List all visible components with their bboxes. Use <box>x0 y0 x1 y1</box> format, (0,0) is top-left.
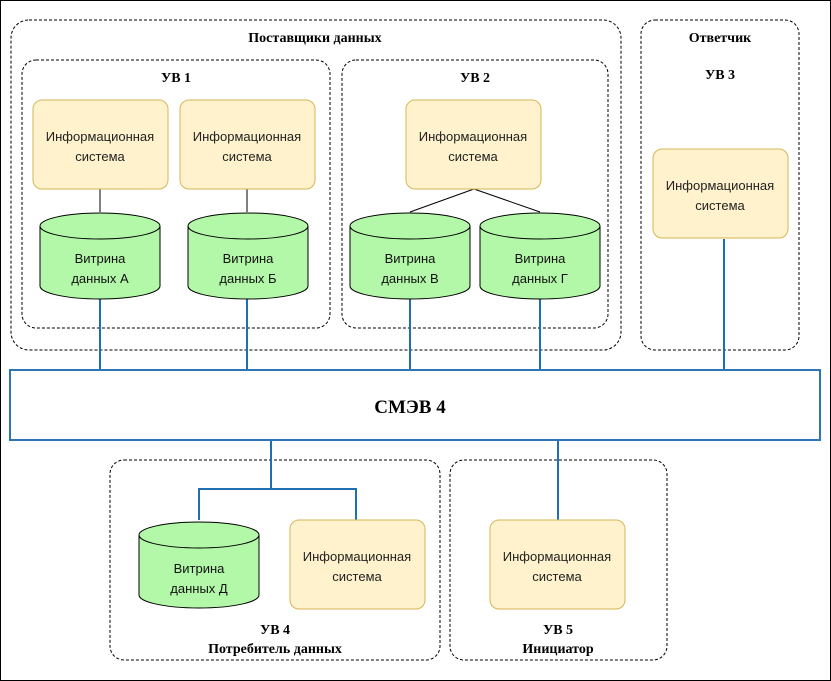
uv2-group <box>341 59 609 329</box>
info-system-1: Информационная система <box>32 99 169 190</box>
uv2-title: УВ 2 <box>460 71 490 86</box>
link-is3-g <box>473 188 541 213</box>
storefront-v: Витрина данных В <box>349 212 471 300</box>
info-system-label-2: система <box>332 569 382 584</box>
responder-group <box>640 19 800 351</box>
storefront-a-line2: данных А <box>71 271 129 286</box>
info-system-5: Информационная система <box>289 519 426 610</box>
info-system-2: Информационная система <box>179 99 316 190</box>
uv4-group <box>109 459 441 661</box>
info-system-label-2: система <box>448 149 498 164</box>
info-system-label-1: Информационная <box>419 129 527 144</box>
storefront-a: Витрина данных А <box>39 212 161 300</box>
bus-links <box>99 239 725 520</box>
smev-bus-label: СМЭВ 4 <box>374 397 446 418</box>
link-is3-v <box>409 188 475 213</box>
uv1-group <box>21 59 331 329</box>
info-system-label-1: Информационная <box>503 549 611 564</box>
info-system-3: Информационная система <box>405 99 542 190</box>
consumer-title: Потребитель данных <box>208 642 342 657</box>
info-system-label-1: Информационная <box>46 129 154 144</box>
info-system-label-2: система <box>532 569 582 584</box>
storefront-d-line1: Витрина <box>174 561 226 576</box>
uv3-title: УВ 3 <box>705 68 735 83</box>
info-system-label-1: Информационная <box>303 549 411 564</box>
uv4-title: УВ 4 <box>260 623 290 638</box>
storefront-b-line2: данных Б <box>219 271 276 286</box>
storefront-d: Витрина данных Д <box>138 521 260 609</box>
storefront-g-line1: Витрина <box>515 251 567 266</box>
suppliers-group <box>10 19 622 351</box>
storefront-g: Витрина данных Г <box>479 212 601 300</box>
info-system-label-1: Информационная <box>193 129 301 144</box>
link-bus-is5 <box>271 488 357 520</box>
info-system-6: Информационная система <box>489 519 626 610</box>
storefront-b-line1: Витрина <box>223 251 275 266</box>
storefront-d-line2: данных Д <box>170 581 228 596</box>
info-system-label-2: система <box>75 149 125 164</box>
uv5-title: УВ 5 <box>543 623 573 638</box>
storefront-v-line2: данных В <box>381 271 438 286</box>
storefront-a-line1: Витрина <box>75 251 127 266</box>
smev-bus <box>9 369 821 441</box>
uv1-title: УВ 1 <box>161 71 191 86</box>
storefront-v-line1: Витрина <box>385 251 437 266</box>
info-system-label-2: система <box>695 198 745 213</box>
info-system-label-1: Информационная <box>666 178 774 193</box>
info-system-4: Информационная система <box>652 148 789 239</box>
link-bus-d <box>198 440 272 520</box>
storefront-g-line2: данных Г <box>512 271 568 286</box>
initiator-title: Инициатор <box>522 642 593 657</box>
storefront-b: Витрина данных Б <box>187 212 309 300</box>
suppliers-title: Поставщики данных <box>248 31 381 46</box>
responder-title: Ответчик <box>689 31 752 46</box>
uv5-group <box>449 459 668 661</box>
info-system-label-2: система <box>222 149 272 164</box>
